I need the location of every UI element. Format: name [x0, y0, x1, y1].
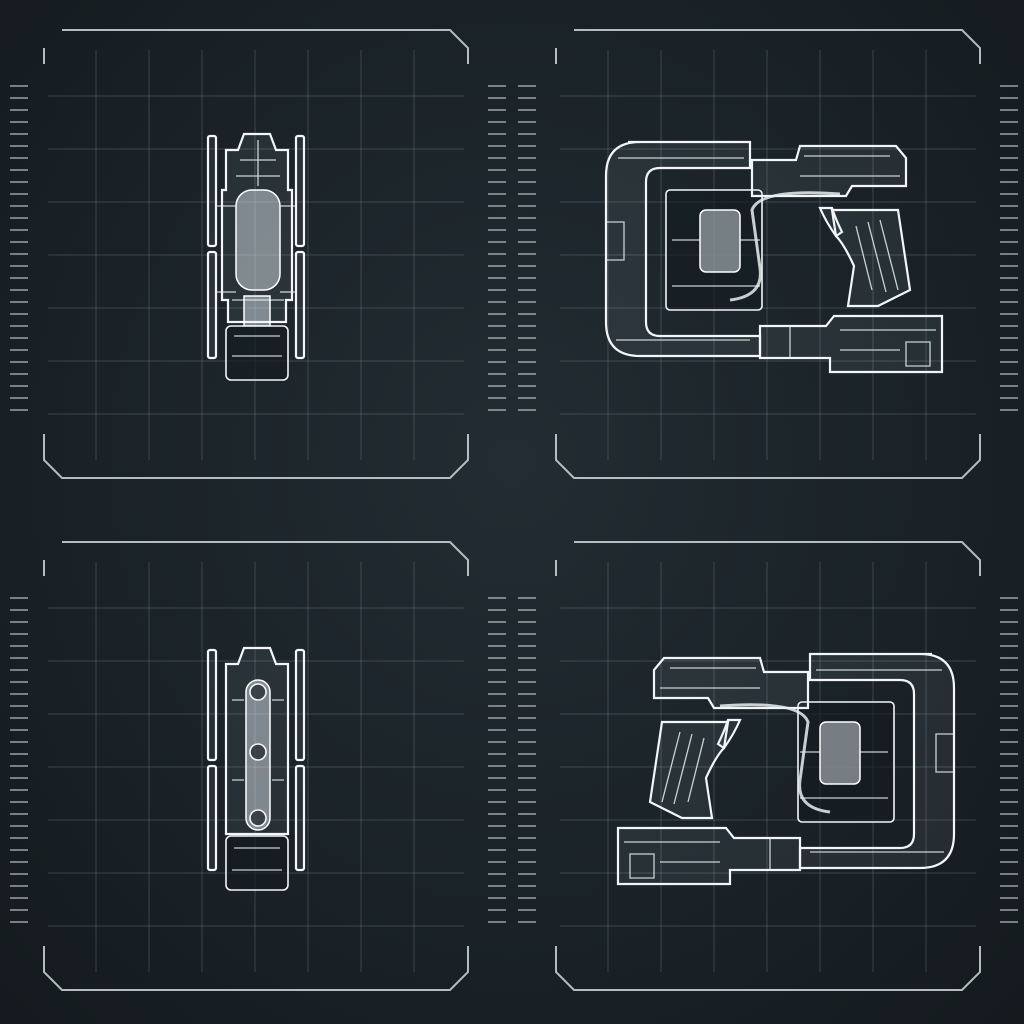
panel-frame	[555, 29, 981, 479]
weapon-body	[224, 646, 290, 836]
base-detail	[789, 326, 936, 367]
frame-detail	[606, 157, 750, 341]
frame-detail	[810, 669, 954, 853]
panel-frame	[43, 29, 469, 479]
side-rail	[294, 134, 306, 248]
core-light	[243, 295, 271, 327]
weapon-side-view-right	[604, 140, 944, 374]
battery-base	[616, 826, 802, 886]
side-rail	[294, 648, 306, 762]
side-rail	[294, 250, 306, 360]
cable	[729, 191, 841, 302]
grip	[830, 208, 912, 308]
weapon-body	[220, 132, 294, 324]
side-rail	[206, 648, 218, 762]
core-chamber	[699, 209, 741, 273]
grip	[648, 720, 730, 820]
panel-bottom-right	[555, 541, 981, 991]
ruler-ticks	[10, 85, 1018, 923]
grip-detail	[232, 335, 282, 357]
panel-bottom-left	[43, 541, 469, 991]
grip-block	[225, 325, 289, 381]
side-rail	[294, 764, 306, 872]
base-detail	[624, 838, 771, 879]
panel-top-right	[555, 29, 981, 479]
side-rail	[206, 764, 218, 872]
emitter-frame	[604, 140, 762, 358]
side-rail	[206, 250, 218, 360]
side-rail	[206, 134, 218, 248]
bolt	[249, 809, 267, 827]
weapon-bottom-view	[206, 646, 306, 891]
battery-base	[758, 314, 944, 374]
emitter-frame	[798, 652, 956, 870]
bolt	[249, 743, 267, 761]
weapon-side-view-left	[616, 652, 956, 886]
bolt	[249, 683, 267, 701]
trigger	[716, 718, 742, 750]
body-detail	[232, 140, 284, 301]
housing-detail	[660, 667, 760, 689]
grip-block	[225, 835, 289, 891]
trigger	[818, 206, 844, 238]
grip-detail	[232, 847, 282, 871]
weapon-top-view	[206, 132, 306, 381]
energy-cell	[235, 189, 281, 291]
top-housing	[652, 656, 810, 710]
panel-frame	[555, 541, 981, 991]
top-housing	[750, 144, 908, 198]
mechanism	[665, 189, 763, 311]
core-chamber	[819, 721, 861, 785]
panel-frame	[43, 541, 469, 991]
body-detail	[232, 699, 284, 781]
grip-texture	[661, 731, 705, 805]
grip-texture	[855, 219, 899, 293]
mechanism	[797, 701, 895, 823]
housing-detail	[800, 155, 900, 177]
panel-top-left	[43, 29, 469, 479]
cable	[719, 703, 831, 814]
